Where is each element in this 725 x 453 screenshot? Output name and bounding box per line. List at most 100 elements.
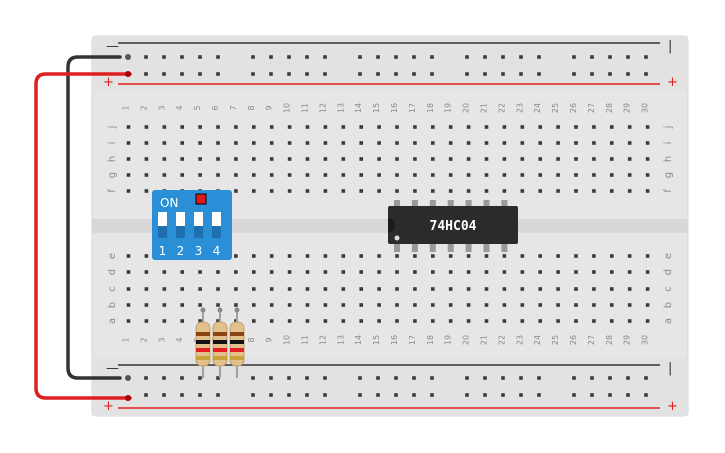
hole-j6 bbox=[216, 125, 220, 129]
rail-hole-1-1-2 bbox=[287, 72, 291, 76]
hole-a12 bbox=[323, 319, 328, 323]
row-letter: b bbox=[663, 302, 674, 308]
hole-e18 bbox=[431, 254, 435, 258]
chip-pin-top bbox=[501, 200, 508, 208]
power-wire bbox=[34, 72, 132, 400]
hole-d30 bbox=[645, 270, 650, 274]
dip-switch-number: 3 bbox=[195, 244, 203, 258]
hole-g28 bbox=[610, 173, 614, 177]
resistor-lead-end bbox=[200, 307, 206, 313]
hole-i23 bbox=[520, 141, 525, 145]
hole-h21 bbox=[484, 157, 489, 161]
rail-hole-2-3-0 bbox=[465, 376, 469, 380]
row-letter: a bbox=[107, 318, 118, 324]
top-right-minus: | bbox=[668, 39, 672, 54]
hole-j21 bbox=[484, 125, 489, 129]
hole-e13 bbox=[341, 254, 346, 258]
resistor-band bbox=[230, 356, 244, 360]
top-left-plus: + bbox=[103, 75, 114, 90]
rail-hole-0-4-4 bbox=[644, 55, 648, 59]
rail-hole-0-4-3 bbox=[626, 55, 630, 59]
hole-h2 bbox=[144, 157, 149, 161]
hole-c8 bbox=[252, 287, 256, 291]
dip-toggle-1[interactable] bbox=[158, 212, 167, 238]
hole-c13 bbox=[341, 287, 346, 291]
hole-a11 bbox=[305, 319, 310, 323]
row-letter: f bbox=[663, 189, 674, 193]
hole-h23 bbox=[520, 157, 525, 161]
rail-hole-1-0-3 bbox=[198, 72, 202, 76]
chip-pin-top bbox=[394, 200, 400, 208]
hole-g12 bbox=[323, 173, 328, 177]
hole-b26 bbox=[574, 303, 578, 307]
hole-g21 bbox=[484, 173, 489, 177]
hole-d23 bbox=[520, 270, 525, 274]
column-number: 25 bbox=[551, 335, 560, 345]
hole-g11 bbox=[305, 173, 310, 177]
row-letter: j bbox=[663, 126, 674, 130]
top-left-minus: — bbox=[106, 39, 119, 54]
rail-hole-2-1-0 bbox=[251, 376, 255, 380]
hole-c5 bbox=[198, 287, 202, 291]
column-number: 9 bbox=[265, 105, 274, 110]
hole-d6 bbox=[216, 270, 220, 274]
hole-g8 bbox=[252, 173, 256, 177]
hole-i7 bbox=[234, 141, 238, 145]
hole-b16 bbox=[395, 303, 399, 307]
chip-pin-top bbox=[483, 200, 490, 208]
hole-h25 bbox=[556, 157, 560, 161]
rail-hole-0-4-2 bbox=[608, 55, 612, 59]
bottom-right-plus: + bbox=[667, 399, 678, 414]
hole-i10 bbox=[287, 141, 292, 145]
resistor bbox=[229, 307, 245, 378]
holes-group bbox=[126, 55, 650, 397]
rail-hole-1-2-4 bbox=[430, 72, 434, 76]
hole-a27 bbox=[592, 319, 596, 323]
dip-toggle-3[interactable] bbox=[194, 212, 203, 238]
hole-e14 bbox=[359, 254, 363, 258]
hole-e21 bbox=[484, 254, 489, 258]
hole-c1 bbox=[126, 287, 131, 291]
hole-g14 bbox=[359, 173, 363, 177]
column-number: 4 bbox=[175, 105, 184, 110]
hole-a29 bbox=[627, 319, 632, 323]
hole-c16 bbox=[395, 287, 399, 291]
dip-toggle-4[interactable] bbox=[212, 212, 221, 238]
hole-g29 bbox=[627, 173, 632, 177]
hole-e1 bbox=[126, 254, 131, 258]
rail-hole-2-3-3 bbox=[519, 376, 523, 380]
chip-pin-bottom bbox=[501, 242, 508, 252]
hole-c17 bbox=[413, 287, 417, 291]
hole-j2 bbox=[144, 125, 149, 129]
hole-d26 bbox=[574, 270, 578, 274]
hole-c3 bbox=[162, 287, 167, 291]
hole-h16 bbox=[395, 157, 399, 161]
rail-hole-0-1-2 bbox=[287, 55, 291, 59]
hole-i9 bbox=[269, 141, 274, 145]
column-number: 24 bbox=[533, 335, 542, 345]
hole-f11 bbox=[305, 189, 310, 193]
rail-hole-3-3-3 bbox=[519, 393, 523, 397]
rail-hole-3-2-0 bbox=[358, 393, 362, 397]
hole-g30 bbox=[645, 173, 650, 177]
hole-d20 bbox=[466, 270, 471, 274]
chip-pin-bottom bbox=[447, 242, 454, 252]
hole-j14 bbox=[359, 125, 363, 129]
hole-e10 bbox=[287, 254, 292, 258]
hole-e30 bbox=[645, 254, 650, 258]
hole-b4 bbox=[180, 303, 184, 307]
hole-h12 bbox=[323, 157, 328, 161]
dip-toggle-2[interactable] bbox=[176, 212, 185, 238]
hole-a22 bbox=[502, 319, 507, 323]
hole-c18 bbox=[431, 287, 435, 291]
hole-d18 bbox=[431, 270, 435, 274]
rail-hole-2-2-0 bbox=[358, 376, 362, 380]
column-number: 23 bbox=[515, 335, 524, 345]
column-number: 17 bbox=[408, 103, 417, 113]
rail-hole-3-0-4 bbox=[216, 393, 220, 397]
rail-hole-0-3-1 bbox=[483, 55, 487, 59]
hole-i26 bbox=[574, 141, 578, 145]
rail-hole-0-0-1 bbox=[162, 55, 166, 59]
hole-a10 bbox=[287, 319, 292, 323]
